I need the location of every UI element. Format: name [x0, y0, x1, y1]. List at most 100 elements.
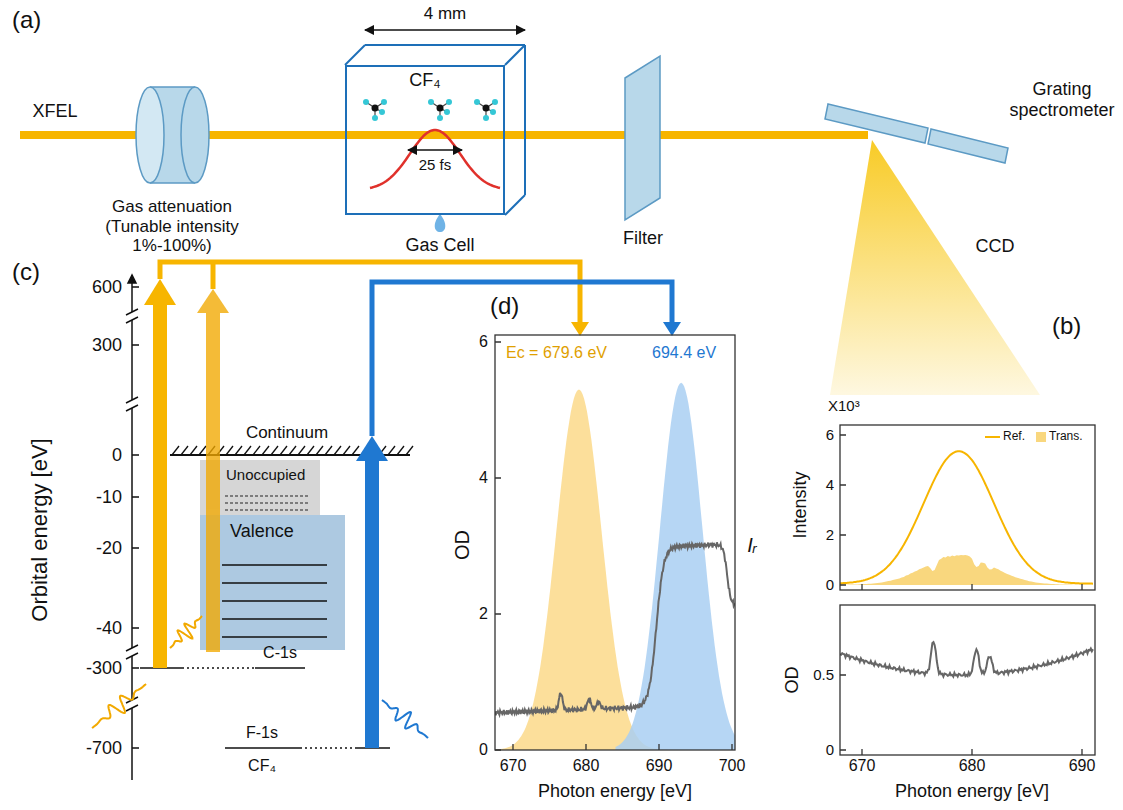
scale-factor: X10³	[828, 397, 860, 414]
pulse-profile	[363, 99, 369, 105]
energy-label: 694.4 eV	[652, 344, 716, 362]
energy-axis	[132, 287, 139, 748]
legend-line-sample	[985, 436, 1000, 438]
tick-label: 670	[849, 757, 876, 775]
plot-frame	[495, 335, 735, 750]
pulse-profile	[372, 105, 379, 112]
part-name: Filter	[623, 228, 663, 249]
energy-axis	[131, 320, 133, 400]
continuum-hatch	[235, 446, 242, 455]
continuum-hatch	[343, 446, 350, 455]
unoccupied-band	[225, 496, 310, 510]
core-levels	[140, 668, 390, 748]
node-label: Unoccupied	[226, 466, 305, 483]
spectrum-curves	[840, 451, 1093, 676]
gas-inlet	[435, 214, 446, 232]
dimension-arrow	[365, 29, 525, 31]
part-name: Grating spectrometer	[1003, 79, 1121, 120]
axis-title: OD	[451, 530, 474, 560]
gas-cell-box: CF₄	[345, 65, 505, 215]
pulse-profile	[379, 109, 385, 115]
bracket-connectors	[571, 322, 589, 336]
axis-title: Photon energy [eV]	[895, 781, 1049, 802]
spectrum-curves	[616, 383, 736, 750]
pulse-wavelet	[92, 616, 428, 738]
molecule-label: CF₄	[248, 757, 276, 775]
pulse-profile	[492, 99, 498, 105]
continuum-hatch	[271, 446, 278, 455]
tick-label: -40	[96, 618, 122, 639]
plot-frame	[840, 425, 1095, 755]
continuum-hatch	[199, 446, 206, 455]
gas-attenuator	[150, 182, 195, 184]
tick-label: 4	[826, 476, 834, 493]
dimension-arrow	[365, 30, 525, 31]
gas-cell	[524, 45, 526, 195]
gas-cell	[345, 45, 525, 215]
tick-label: 600	[92, 277, 122, 298]
tick-label: 6	[826, 426, 834, 443]
tick-label: 2	[479, 605, 488, 623]
tick-label: -700	[86, 738, 122, 759]
continuum-hatch	[253, 446, 260, 455]
tick-label: 0	[112, 445, 122, 466]
plot-frame	[495, 342, 732, 750]
tick-label: 0	[826, 741, 834, 758]
energy-axis	[131, 408, 133, 648]
node-label: CF₄	[409, 70, 440, 91]
excitation-arrows	[144, 279, 176, 305]
ccd-cone	[830, 140, 1040, 395]
excitation-arrows	[197, 289, 229, 313]
continuum-hatch	[406, 446, 413, 455]
valence-band	[222, 565, 327, 637]
pulse-profile	[370, 130, 500, 188]
panel-letter: (b)	[1052, 312, 1081, 340]
excitation-arrows	[356, 436, 388, 461]
core-levels	[300, 747, 355, 749]
unoccupied-band: Unoccupied	[200, 460, 320, 515]
bracket-connectors	[160, 262, 681, 436]
continuum-hatch	[289, 446, 296, 455]
tick-label: -300	[86, 658, 122, 679]
tick-label: 680	[573, 757, 600, 775]
tick-label: 4	[479, 469, 488, 487]
valence-band: Valence	[200, 515, 345, 650]
continuum-hatch	[244, 446, 251, 455]
pulse-profile	[372, 115, 378, 121]
tick-label: 700	[719, 757, 746, 775]
tick-label: 0	[826, 576, 834, 593]
level-label: C-1s	[263, 644, 297, 662]
energy-label: Ec = 679.6 eV	[506, 344, 607, 362]
continuum-hatch	[262, 446, 269, 455]
continuum-hatch	[190, 446, 197, 455]
tick-label: -10	[96, 487, 122, 508]
filter-plate	[625, 56, 660, 220]
plot-frame	[840, 605, 1095, 755]
continuum-hatch	[325, 446, 332, 455]
pulse-profile	[363, 99, 500, 188]
energy-axis	[126, 275, 139, 780]
tick-label: 2	[826, 526, 834, 543]
spectrum-curves	[840, 451, 1093, 585]
continuum-hatch	[334, 446, 341, 455]
valence-band	[200, 515, 345, 650]
continuum-hatch	[280, 446, 287, 455]
part-name: Gas attenuation (Tunable intensity 1%-10…	[87, 197, 257, 256]
part-name: CCD	[976, 236, 1015, 257]
pulse-wavelet	[92, 684, 146, 728]
continuum-hatch	[397, 446, 404, 455]
spectrum-curves	[840, 451, 1093, 583]
pulse-duration-arrow	[408, 150, 462, 151]
part-name: Gas Cell	[405, 235, 474, 256]
continuum-hatch	[226, 446, 233, 455]
gas-attenuator	[150, 86, 195, 88]
gas-cell	[345, 45, 365, 65]
spectrum-curves	[495, 383, 735, 750]
excitation-arrows	[197, 289, 229, 652]
energy-axis	[126, 309, 138, 711]
gas-cell	[365, 44, 525, 46]
pulse-profile	[437, 105, 444, 112]
pulse-wavelet	[382, 700, 428, 738]
valence-band	[200, 515, 345, 650]
excitation-arrows	[144, 279, 388, 748]
